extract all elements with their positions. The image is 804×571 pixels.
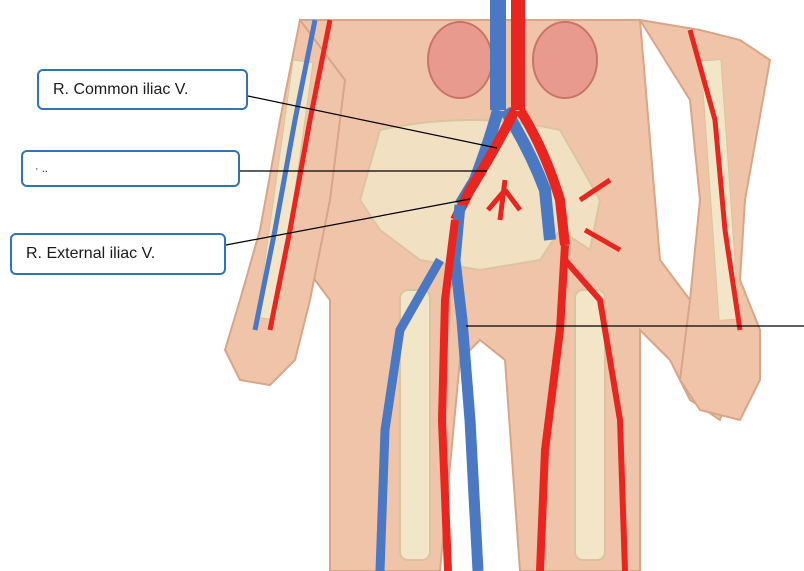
left-femoral-artery — [536, 244, 569, 571]
right-kidney — [427, 21, 493, 99]
leader-line-common-iliac — [247, 95, 498, 149]
right-external-iliac-vein — [449, 204, 484, 571]
right-femoral-artery — [437, 219, 459, 571]
right-common-iliac-artery — [450, 107, 520, 223]
left-arm-artery — [687, 29, 743, 331]
label-external-iliac-vein-text: R. External iliac V. — [26, 245, 156, 262]
right-great-saphenous-vein — [375, 257, 444, 571]
left-pelvic-branch — [578, 177, 622, 253]
label-external-iliac-vein: R. External iliac V. — [10, 233, 226, 275]
right-femur — [399, 289, 431, 561]
leader-line-external-iliac — [225, 198, 471, 246]
label-blank: · .. — [21, 150, 240, 187]
left-common-iliac-artery — [515, 107, 570, 246]
left-femur — [574, 289, 606, 561]
label-blank-text: · .. — [35, 162, 48, 175]
left-branch-artery — [562, 258, 628, 571]
right-internal-iliac-branch — [486, 179, 522, 221]
label-common-iliac-vein: R. Common iliac V. — [37, 69, 248, 110]
label-common-iliac-vein-text: R. Common iliac V. — [53, 80, 189, 98]
right-arm-artery — [267, 19, 333, 331]
left-kidney — [532, 21, 598, 99]
right-arm-vein — [252, 19, 318, 331]
